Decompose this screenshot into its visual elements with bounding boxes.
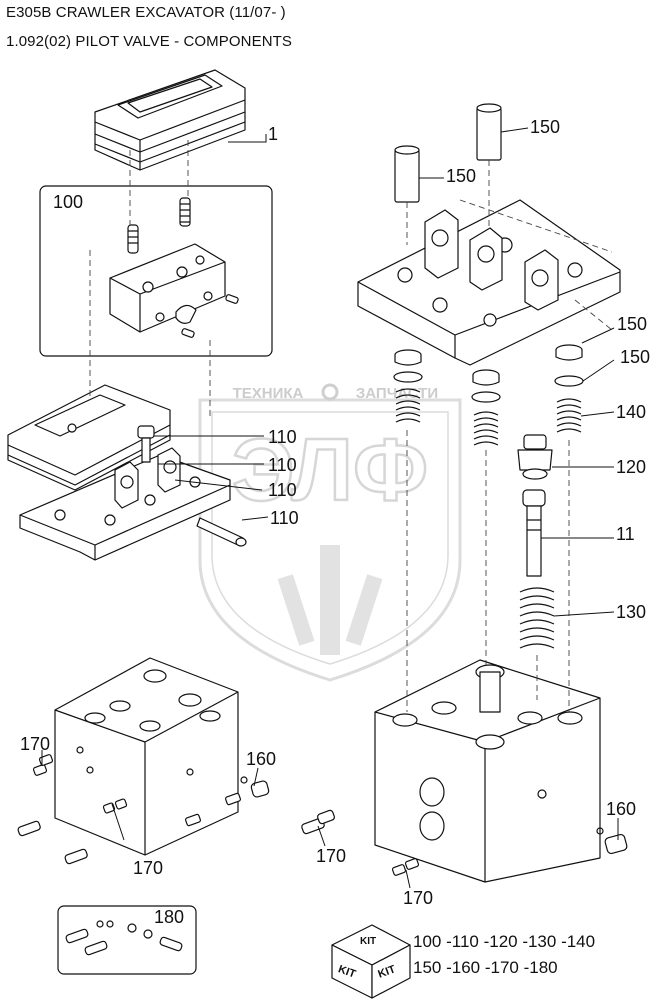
watermark-shield: [198, 383, 462, 682]
watermark-big-text: ЭЛФ: [232, 420, 428, 519]
callout-110-pin: 110: [270, 508, 299, 528]
guide-lines: [89, 140, 613, 712]
part-1-boot: [94, 69, 246, 171]
callout-120: 120: [616, 457, 647, 477]
diagram-subtitle: 1.092(02) PILOT VALVE - COMPONENTS: [6, 33, 292, 50]
callout-110-dowel: 110: [268, 455, 297, 475]
part-180-box: [57, 905, 197, 975]
callout-100: 100: [53, 192, 84, 212]
callout-170-right-bottom: 170: [403, 888, 434, 908]
part-150-pins: [394, 103, 502, 203]
callout-180: 180: [154, 907, 185, 927]
right-pilot-plate: [357, 199, 621, 366]
callout-110-screw: 110: [268, 427, 297, 447]
callout-170-left-bottom: 170: [133, 858, 164, 878]
left-valve-body: [17, 657, 270, 865]
kit-box-icon: [331, 924, 411, 999]
callout-11: 11: [616, 524, 635, 544]
callout-150-pin: 150: [446, 166, 477, 186]
callout-150-seal: 150: [617, 314, 648, 334]
callout-110-ear: 110: [268, 480, 297, 500]
watermark-wheat-icon: [277, 545, 383, 655]
left-column-parts: [393, 349, 501, 446]
callout-140: 140: [616, 402, 647, 422]
kit-parts-line1: 100 -110 -120 -130 -140: [413, 932, 596, 951]
diagram-title: E305B CRAWLER EXCAVATOR (11/07- ): [6, 4, 286, 21]
callout-160-left: 160: [246, 749, 277, 769]
callout-170-left-top: 170: [20, 734, 51, 754]
callout-150-top: 150: [530, 117, 561, 137]
part-100-box: [39, 185, 273, 357]
callout-150-ring: 150: [620, 347, 651, 367]
kit-parts-line2: 150 -160 -170 -180: [413, 958, 558, 977]
kit-box-label-top: KIT: [360, 936, 377, 947]
right-valve-body: [301, 659, 628, 883]
watermark-right-text: ЗАПЧАСТИ: [356, 385, 438, 402]
left-pilot-assembly: [7, 384, 247, 561]
callout-1: 1: [268, 124, 279, 144]
callout-170-right-top: 170: [316, 846, 347, 866]
right-column-parts: [517, 344, 584, 649]
watermark-left-text: ТЕХНИКА: [233, 385, 304, 402]
callout-130: 130: [616, 602, 647, 622]
callout-160-right: 160: [606, 799, 637, 819]
leader-lines: [41, 127, 619, 889]
